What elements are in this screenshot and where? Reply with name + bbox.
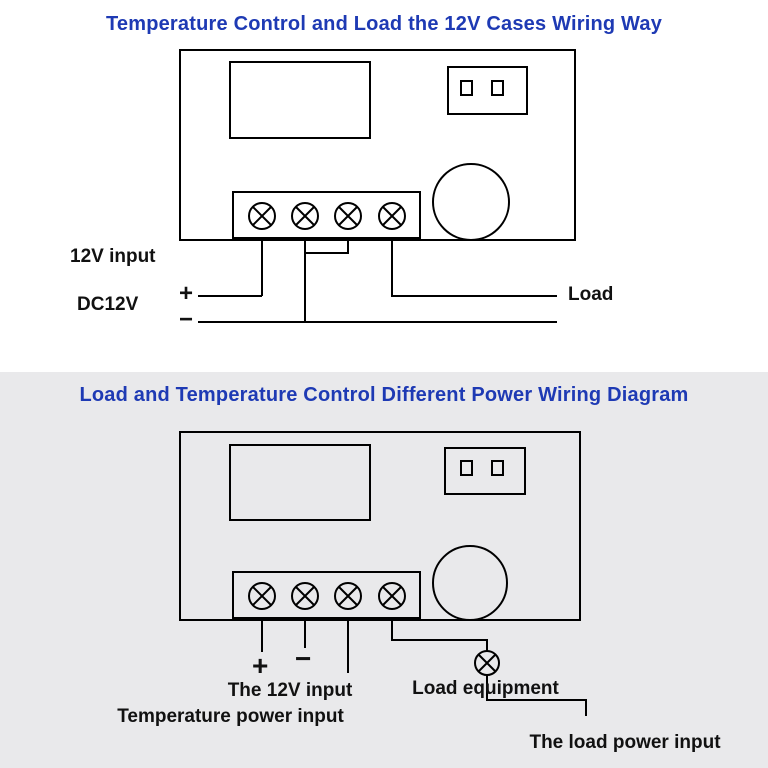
screw-terminal-icon — [248, 202, 276, 230]
screw-terminal-icon — [291, 202, 319, 230]
buzzer-circle — [432, 163, 510, 241]
label-the-12v-input: The 12V input — [227, 680, 353, 701]
top-diagram-drawing — [179, 49, 576, 323]
buzzer-circle — [432, 545, 508, 621]
screw-terminal-icon — [378, 202, 406, 230]
wire-load-equipment-to-power — [486, 675, 587, 716]
label-temperature-power-input: Temperature power input — [117, 706, 344, 727]
bottom-diagram-drawing — [179, 431, 587, 716]
screw-terminal-icon — [378, 582, 406, 610]
load-equipment-symbol-icon — [474, 650, 500, 676]
minus-sign: − — [179, 306, 194, 333]
plus-sign: + — [179, 280, 194, 307]
display-window — [229, 61, 371, 139]
bottom-diagram-title: Load and Temperature Control Different P… — [79, 384, 689, 406]
label-load-equipment: Load equipment — [412, 678, 559, 699]
top-diagram-title: Temperature Control and Load the 12V Cas… — [105, 13, 663, 35]
display-window — [229, 444, 371, 521]
wires — [198, 238, 557, 323]
controller-case — [179, 431, 581, 621]
screw-terminals — [248, 582, 406, 610]
screw-terminal-icon — [334, 582, 362, 610]
label-the-load-power-input: The load power input — [529, 732, 721, 753]
wire-terminal3-jumper — [305, 238, 349, 254]
top-diagram-panel: Temperature Control and Load the 12V Cas… — [0, 0, 768, 372]
relay-pin-icon — [460, 460, 473, 476]
terminal-block — [232, 571, 421, 619]
screw-terminal-icon — [334, 202, 362, 230]
relay-pin-icon — [491, 460, 504, 476]
relay-box — [444, 447, 526, 495]
plus-sign: + — [252, 650, 269, 681]
label-load: Load — [568, 284, 614, 305]
wire-terminal4-to-load-equipment — [391, 618, 488, 651]
bottom-diagram-panel: Load and Temperature Control Different P… — [0, 372, 768, 768]
case-outline — [179, 431, 581, 621]
minus-sign: − — [295, 643, 312, 674]
screw-terminals — [248, 202, 406, 230]
relay-pin-icon — [491, 80, 504, 96]
relay-box — [447, 66, 528, 115]
screw-terminal-icon — [248, 582, 276, 610]
label-dc12v: DC12V — [77, 294, 139, 315]
screw-terminal-icon — [291, 582, 319, 610]
relay-pin-icon — [460, 80, 473, 96]
wires — [261, 618, 587, 716]
wire-terminal4-to-load — [391, 238, 557, 297]
controller-case — [179, 49, 576, 241]
label-12v-input: 12V input — [70, 246, 156, 267]
terminal-block — [232, 191, 421, 239]
case-outline — [179, 49, 576, 241]
